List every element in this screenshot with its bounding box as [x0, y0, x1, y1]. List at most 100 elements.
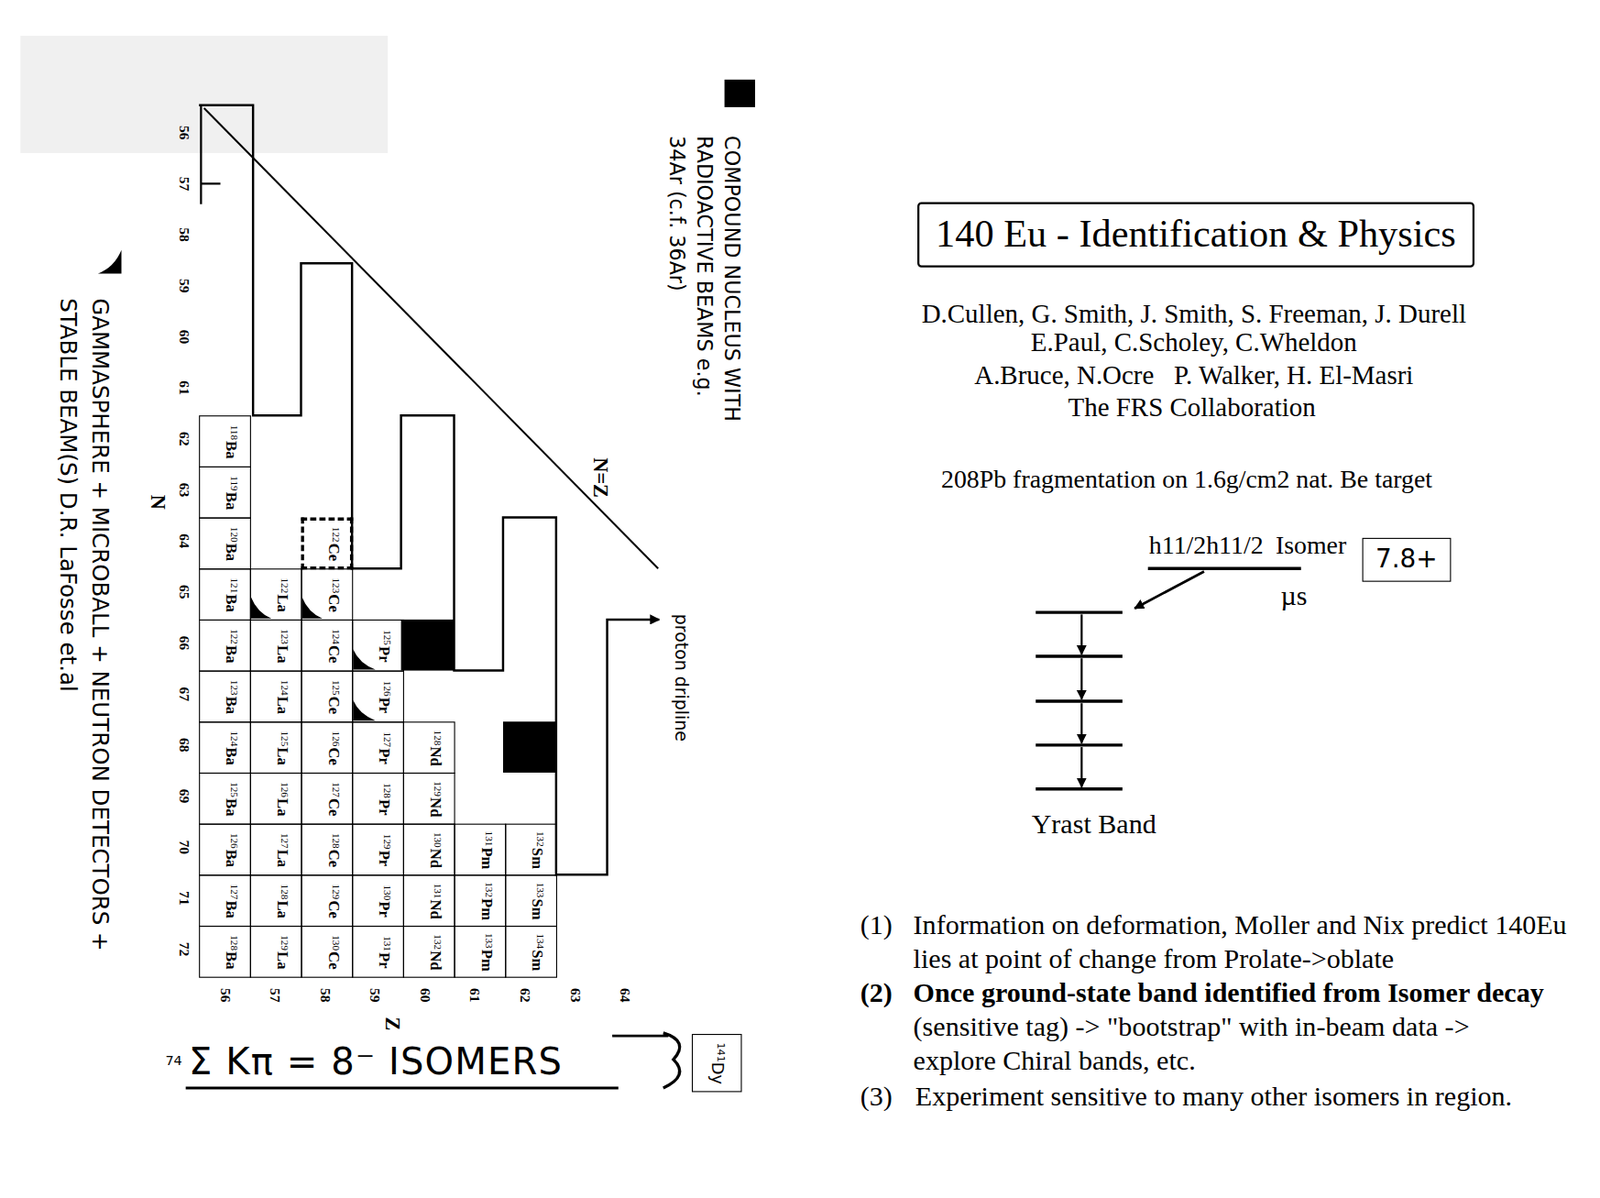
axis-number: 72 — [175, 942, 192, 957]
nuclide-cell: 129Ce — [300, 874, 353, 927]
cell-label: 126Ba — [223, 832, 241, 866]
nuclide-cell: 130Nd — [403, 823, 456, 877]
axis-number: 65 — [175, 584, 192, 600]
nuclide-cell: 132Sm — [504, 823, 558, 877]
element-symbol: Ce — [325, 542, 342, 560]
nuclide-cell: 126La — [250, 772, 303, 825]
nuclide-cell: 128Ce — [300, 823, 353, 877]
axis-number: 61 — [175, 380, 192, 395]
mass-number: 133 — [483, 931, 495, 948]
mass-number: 129 — [330, 883, 342, 899]
nuclide-cell: 132Pm — [454, 874, 507, 927]
mass-number: 141 — [714, 1041, 726, 1062]
element-symbol: Pr — [376, 798, 394, 815]
cell-label: 124La — [274, 679, 292, 713]
cell-label: 133Pm — [479, 931, 496, 971]
legend-text: GAMMASPHERE + MICROBALL + NEUTRON DETECT… — [51, 297, 117, 972]
axis-number: 70 — [175, 839, 192, 855]
element-symbol: La — [274, 746, 292, 766]
mass-number: 130 — [330, 934, 342, 951]
list-number: (1) — [860, 908, 893, 943]
axis-number: 57 — [266, 987, 284, 1003]
axis-number: 64 — [175, 533, 192, 548]
cell-label: 123Ce — [326, 577, 343, 612]
yrast-levels — [1035, 612, 1123, 790]
nuclide-cell: 133Pm — [454, 925, 507, 978]
cell-label: 124Ce — [326, 628, 343, 663]
cell-label: 130Nd — [427, 831, 445, 867]
nuclide-cell: 126Pr — [351, 670, 405, 724]
element-symbol: Pr — [376, 951, 394, 968]
wedge-mark — [352, 648, 375, 669]
element-symbol: Nd — [427, 898, 445, 919]
cell-label: 128Pr — [376, 782, 394, 815]
author-line: A.Bruce, N.Ocre P. Walker, H. El-Masri — [974, 360, 1414, 391]
list-item: Experiment sensitive to many other isome… — [915, 1079, 1513, 1114]
element-symbol: Pr — [376, 645, 394, 662]
nuclide-cell: 125La — [250, 721, 303, 774]
mass-number: 127 — [330, 781, 342, 798]
nuclide-cell: 125Ba — [198, 772, 252, 825]
nuclide-cell: 124La — [250, 670, 303, 724]
mass-number: 126 — [229, 832, 241, 848]
element-symbol: Nd — [427, 745, 445, 766]
element-symbol: Ba — [223, 644, 241, 663]
mass-number: 124 — [330, 628, 342, 645]
axis-number: 62 — [175, 431, 192, 447]
element-symbol: Pr — [376, 696, 394, 713]
wedge-mark — [251, 596, 272, 618]
wedge-mark — [302, 596, 323, 618]
nuclide-cell: 128Pr — [351, 772, 405, 825]
axis-number: 59 — [366, 987, 384, 1003]
mass-number: 123 — [229, 679, 241, 695]
nuclide-cell: 119Ba — [198, 466, 252, 519]
wedge-mark — [352, 700, 375, 721]
element-symbol: Ba — [223, 848, 241, 867]
nuclide-cell: 125Pr — [351, 619, 405, 672]
cell-label: 125Ce — [326, 679, 343, 713]
mass-number: 127 — [229, 883, 241, 899]
yrast-arrows — [1080, 613, 1083, 787]
cell-label: 133Sm — [529, 881, 547, 920]
line-label: N=Z — [588, 457, 613, 498]
element-symbol: La — [274, 951, 292, 970]
author-line: The FRS Collaboration — [1067, 393, 1316, 424]
nuclide-cell: 129Pr — [351, 823, 405, 877]
cell-label: 125Ba — [223, 781, 241, 816]
element-symbol: Ce — [326, 746, 343, 765]
author-line: E.Paul, C.Scholey, C.Wheldon — [1030, 328, 1358, 359]
corner-line — [200, 105, 220, 205]
element-symbol: Ce — [326, 644, 343, 662]
axis-number: 56 — [216, 987, 233, 1003]
mass-number: 128 — [229, 934, 241, 951]
mass-number: 125 — [382, 629, 394, 646]
mass-number: 118 — [229, 424, 241, 439]
axis-number: 68 — [175, 737, 192, 753]
cell-label: 120Ba — [223, 526, 241, 560]
nuclide-cell: 128La — [250, 874, 303, 927]
element-symbol: Ba — [223, 593, 241, 613]
cell-label: 131Pr — [376, 935, 394, 968]
mass-number: 123 — [330, 577, 342, 593]
cell-label: 129Nd — [427, 780, 445, 817]
element-symbol: Ce — [326, 593, 343, 612]
nuclide-cell: 134Sm — [504, 925, 558, 978]
nuclide-cell: 127Ba — [198, 874, 252, 927]
cell-label: 123Ba — [223, 679, 241, 713]
element-symbol: Ba — [223, 797, 241, 816]
element-symbol: La — [274, 797, 292, 816]
mass-number: 122 — [229, 628, 241, 645]
cell-label: 127Pr — [376, 731, 394, 764]
nuclide-cell: 127La — [250, 823, 303, 877]
element-symbol: La — [274, 644, 292, 663]
experiment-note: 208Pb fragmentation on 1.6g/cm2 nat. Be … — [941, 464, 1433, 494]
nuclide-cell: 131Pr — [351, 925, 405, 978]
mass-number: 132 — [433, 933, 445, 950]
nuclide-cell: 123Ba — [198, 670, 252, 724]
nuclide-cell: 124Ce — [300, 619, 353, 672]
cell-label: 121Ba — [223, 577, 241, 612]
cell-label: 128La — [274, 883, 292, 918]
n-equals-z-line — [204, 108, 659, 569]
cell-label: 122La — [274, 577, 292, 612]
cell-label: 122Ba — [223, 628, 241, 663]
